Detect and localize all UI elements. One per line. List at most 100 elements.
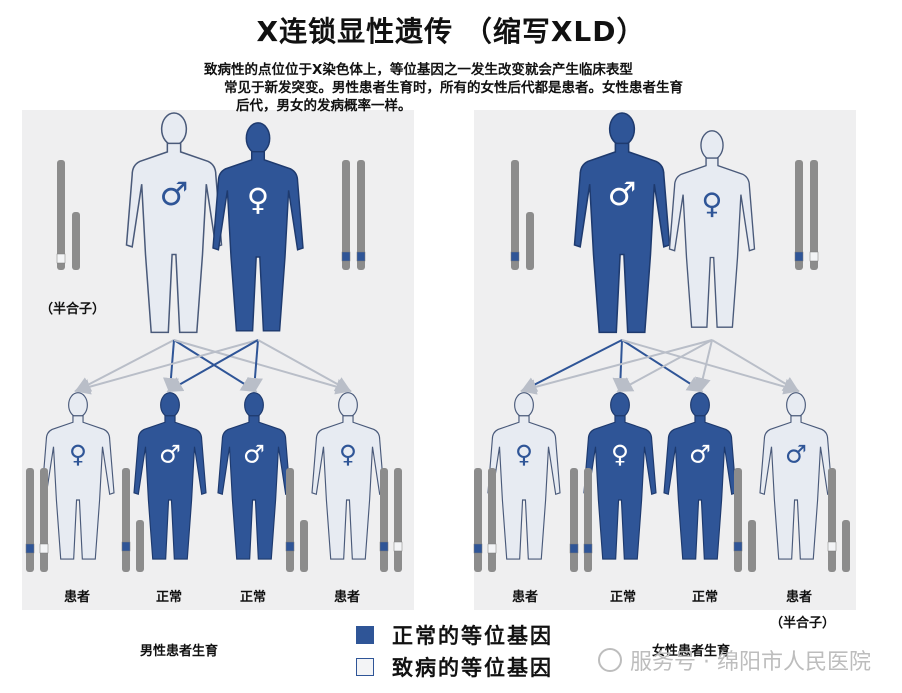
arrow-left-p2-c4 [257, 339, 352, 392]
left-child-1-figure: ♀ [41, 392, 115, 560]
left-child-4-figure-body [311, 415, 385, 560]
left-mother-figure-body [212, 150, 304, 332]
description-line-3: 后代，男女的发病概率一样。 [236, 98, 412, 114]
arrow-left-p1-c1 [74, 339, 175, 392]
left-father-figure-head [160, 112, 188, 147]
left-child-3-figure: ♂ [217, 392, 291, 560]
right-child-2-chromosome-1 [570, 468, 578, 572]
left-child-1-chromosome-1-allele-band [25, 543, 35, 554]
right-mother-figure-symbol-icon: ♀ [701, 186, 722, 220]
right-child-4-figure-head [786, 392, 806, 418]
right-child-3-figure-body [663, 415, 737, 560]
right-mother-chromosome-2 [810, 160, 818, 270]
right-child-3-figure-head [690, 392, 710, 418]
arrow-right-p1-c4 [621, 339, 800, 395]
right-child-1-figure-body [487, 415, 561, 560]
left-father-chromosome-x-allele-band [56, 253, 66, 264]
left-mother-chromosome-1 [342, 160, 350, 270]
right-child-4-chromosome-y [842, 520, 850, 572]
right-child-4-chromosome-x [828, 468, 836, 572]
description-line-1: 致病性的点位位于X染色体上，等位基因之一发生改变就会产生临床表型 [204, 62, 633, 78]
right-child-3-chromosome-y [748, 520, 756, 572]
arrow-left-p1-c4 [173, 339, 352, 395]
left-child-3-chromosome-x [286, 468, 294, 572]
right-child-4-figure-body [759, 415, 833, 560]
right-child-1-chromosome-1-allele-band [473, 543, 483, 554]
legend-normal-swatch [356, 626, 374, 644]
right-father-figure-head [608, 112, 636, 147]
left-child-3-chromosome-y [300, 520, 308, 572]
left-child-2-figure-symbol-icon: ♂ [159, 440, 181, 469]
right-father-figure: ♂ [573, 112, 671, 334]
legend-disease-label: 致病的等位基因 [392, 656, 553, 680]
left-father-figure: ♂ [125, 112, 223, 334]
watermark-text: 服务号 · 绵阳市人民医院 [630, 650, 871, 675]
left-child-1-chromosome-2 [40, 468, 48, 572]
left-child-3-chromosome-x-allele-band [285, 541, 295, 552]
left-child-3-label: 正常 [240, 590, 267, 605]
left-father-figure-body [125, 142, 223, 334]
left-child-1-chromosome-1 [26, 468, 34, 572]
right-child-1-chromosome-2 [488, 468, 496, 572]
left-father-chromosome-x [57, 160, 65, 270]
left-child-4-chromosome-2 [394, 468, 402, 572]
arrow-right-p2-c4 [711, 339, 800, 393]
left-child-1-label: 患者 [64, 590, 91, 605]
arrow-left-p2-c1 [74, 339, 259, 395]
right-child-4-figure: ♂ [759, 392, 833, 560]
left-child-2-figure-head [160, 392, 180, 418]
left-child-1-figure-symbol-icon: ♀ [69, 440, 87, 469]
arrow-right-p1-c1 [520, 339, 623, 392]
right-father-chromosome-y [526, 212, 534, 270]
legend-normal-label: 正常的等位基因 [392, 624, 553, 648]
legend-disease-swatch [356, 658, 374, 676]
left-child-4-chromosome-2-allele-band [393, 541, 403, 552]
right-mother-figure-head [700, 130, 724, 161]
right-child-1-figure-head [514, 392, 534, 418]
right-child-1-figure: ♀ [487, 392, 561, 560]
left-child-2-chromosome-y [136, 520, 144, 572]
right-mother-chromosome-1-allele-band [794, 251, 804, 262]
left-child-3-figure-symbol-icon: ♂ [243, 440, 265, 469]
legend-normal: 正常的等位基因 [356, 620, 553, 650]
left-child-4-figure: ♀ [311, 392, 385, 560]
left-child-2-label: 正常 [156, 590, 183, 605]
right-child-3-figure-symbol-icon: ♂ [689, 440, 711, 469]
left-child-4-label: 患者 [334, 590, 361, 605]
wechat-icon [598, 648, 622, 672]
left-child-2-chromosome-x-allele-band [121, 541, 131, 552]
left-child-4-figure-symbol-icon: ♀ [339, 440, 357, 469]
right-child-4-chromosome-x-allele-band [827, 541, 837, 552]
left-child-4-chromosome-1 [380, 468, 388, 572]
left-child-1-figure-body [41, 415, 115, 560]
left-mother-figure-head [245, 122, 271, 155]
left-mother-figure: ♀ [212, 122, 304, 332]
left-child-2-figure: ♂ [133, 392, 207, 560]
right-mother-chromosome-2-allele-band [809, 251, 819, 262]
arrow-left-p2-c2 [166, 339, 259, 392]
left-child-4-figure-head [338, 392, 358, 418]
left-father-chromosome-y [72, 212, 80, 270]
left-child-1-figure-head [68, 392, 88, 418]
left-caption: 男性患者生育 [140, 644, 219, 659]
right-child-3-chromosome-x-allele-band [733, 541, 743, 552]
right-father-chromosome-x [511, 160, 519, 270]
left-mother-chromosome-2-allele-band [356, 251, 366, 262]
right-child-1-label: 患者 [512, 590, 539, 605]
legend-disease: 致病的等位基因 [356, 652, 553, 682]
left-child-3-figure-body [217, 415, 291, 560]
right-child-2-chromosome-1-allele-band [569, 543, 579, 554]
description-line-2: 常见于新发突变。男性患者生育时，所有的女性后代都是患者。女性患者生育 [224, 80, 683, 96]
diagram-title: X连锁显性遗传 （缩写XLD） [256, 15, 646, 48]
left-child-4-chromosome-1-allele-band [379, 541, 389, 552]
arrow-right-p2-c2 [616, 339, 713, 392]
arrow-right-p2-c3 [695, 339, 713, 394]
right-mother-figure: ♀ [668, 130, 756, 328]
right-mother-chromosome-1 [795, 160, 803, 270]
right-child-3-label: 正常 [692, 590, 719, 605]
right-child-4-label: 患者 [786, 590, 813, 605]
left-mother-chromosome-2 [357, 160, 365, 270]
arrow-right-p2-c1 [520, 339, 713, 395]
